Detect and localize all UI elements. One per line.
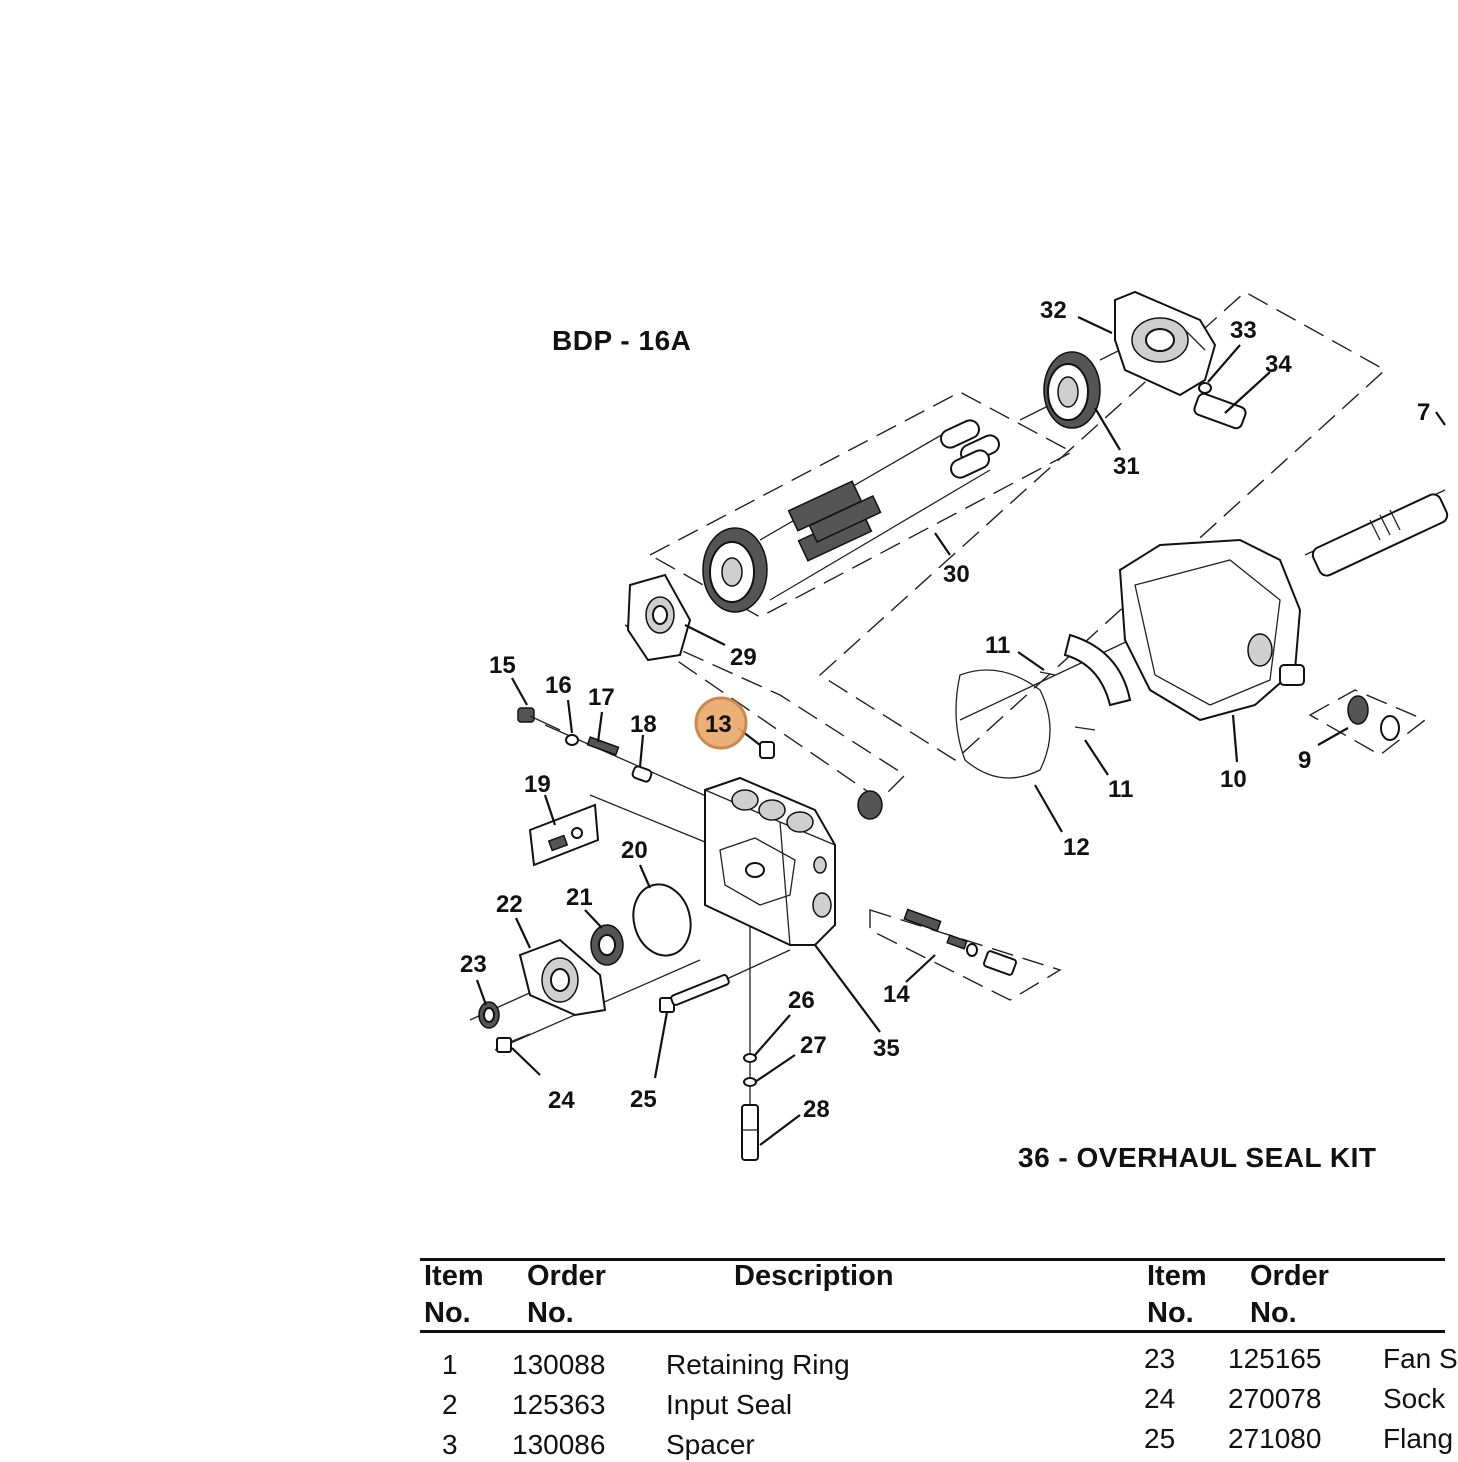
table-cell-description: Spacer — [666, 1429, 755, 1460]
callout-18: 18 — [630, 711, 657, 738]
part-10-main-housing — [1118, 538, 1305, 722]
highlight-callout-13 — [694, 696, 748, 750]
callout-23: 23 — [460, 951, 487, 978]
parts-table: Item No. Order No. Description Item No. … — [420, 1258, 1458, 1460]
model-title: BDP - 16A — [552, 325, 691, 356]
table-header-rule — [420, 1330, 1445, 1333]
table-cell-order: 130088 — [512, 1349, 606, 1380]
table-cell-description: Retaining Ring — [666, 1349, 850, 1380]
callout-26: 26 — [788, 987, 815, 1014]
part-7-input-shaft — [1311, 493, 1449, 577]
table-cell-item: 25 — [1144, 1423, 1176, 1454]
callout-11-upper: 11 — [985, 632, 1010, 659]
part-30-rotating-group — [702, 419, 1000, 613]
table-cell-description: Fan S — [1383, 1343, 1458, 1374]
table-cell-description: Flang — [1383, 1423, 1454, 1454]
part-11-12-swashplate-gasket — [955, 633, 1132, 779]
callout-7: 7 — [1417, 399, 1430, 426]
part-14-valve — [903, 908, 1017, 976]
leader-lines — [475, 316, 1446, 1146]
callout-19: 19 — [524, 771, 551, 798]
callout-24: 24 — [548, 1087, 575, 1114]
header-description: Description — [734, 1260, 894, 1292]
callout-16: 16 — [545, 672, 572, 699]
header-item-no-right: Item No. — [1147, 1260, 1207, 1329]
table-cell-item: 3 — [442, 1429, 458, 1460]
part-35-end-cover — [704, 776, 836, 946]
parts-15-18-relief-valve — [517, 707, 653, 783]
callout-29: 29 — [730, 644, 757, 671]
callout-28: 28 — [803, 1096, 830, 1123]
table-top-rule — [420, 1258, 1445, 1261]
part-25-bolt — [659, 974, 730, 1013]
header-item-no-left: Item No. — [424, 1260, 484, 1329]
table-cell-order: 125363 — [512, 1389, 606, 1420]
part-31-bearing — [1043, 351, 1101, 429]
callout-35: 35 — [873, 1035, 900, 1062]
table-cell-order: 271080 — [1228, 1423, 1322, 1454]
callout-15: 15 — [489, 652, 516, 679]
callout-17: 17 — [588, 684, 615, 711]
part-13-plug — [759, 741, 775, 759]
callout-20: 20 — [621, 837, 648, 864]
table-cell-item: 24 — [1144, 1383, 1176, 1414]
callout-22: 22 — [496, 891, 523, 918]
part-29-plate — [626, 573, 692, 662]
part-20-o-ring — [632, 883, 692, 957]
header-order-no-left: Order No. — [527, 1260, 606, 1329]
exploded-parts-diagram: BDP - 16A 36 - OVERHAUL SEAL KIT — [460, 290, 1449, 1173]
overhaul-kit-label: 36 - OVERHAUL SEAL KIT — [1018, 1142, 1376, 1173]
callout-13: 13 — [705, 711, 732, 738]
table-cell-description: Sock — [1383, 1383, 1446, 1414]
callout-31: 31 — [1113, 453, 1140, 480]
callout-27: 27 — [800, 1032, 827, 1059]
callout-21: 21 — [566, 884, 593, 911]
callout-12: 12 — [1063, 834, 1090, 861]
callout-9: 9 — [1298, 747, 1311, 774]
part-bushing — [857, 790, 883, 820]
assembly-guide-lines — [469, 291, 1446, 1120]
callout-numbers: 32 33 34 7 31 30 29 11 11 12 10 9 15 16 … — [460, 297, 1430, 1123]
header-order-no-right: Order No. — [1250, 1260, 1329, 1329]
table-cell-order: 270078 — [1228, 1383, 1322, 1414]
table-cell-description: Input Seal — [666, 1389, 793, 1420]
callout-14: 14 — [883, 981, 910, 1008]
callout-10: 10 — [1220, 766, 1247, 793]
parts-26-28-fitting — [741, 1053, 759, 1161]
callout-25: 25 — [630, 1086, 657, 1113]
part-32-end-housing — [1114, 290, 1217, 397]
table-cell-order: 130086 — [512, 1429, 606, 1460]
part-23-seal — [478, 1001, 500, 1029]
table-cell-item: 1 — [442, 1349, 458, 1380]
part-22-cover-flange — [518, 938, 607, 1017]
callout-30: 30 — [943, 561, 970, 588]
table-cell-item: 23 — [1144, 1343, 1176, 1374]
table-cell-item: 2 — [442, 1389, 458, 1420]
part-9-shaft-seal — [1347, 695, 1400, 741]
callout-32: 32 — [1040, 297, 1067, 324]
callout-33: 33 — [1230, 317, 1257, 344]
part-33-34-trunnion — [1193, 382, 1247, 430]
part-19-label — [528, 803, 600, 867]
part-21-charge-pump — [590, 924, 624, 966]
part-24-bolt — [496, 1033, 531, 1053]
callout-34: 34 — [1265, 351, 1292, 378]
table-cell-order: 125165 — [1228, 1343, 1322, 1374]
callout-11-lower: 11 — [1108, 776, 1133, 803]
